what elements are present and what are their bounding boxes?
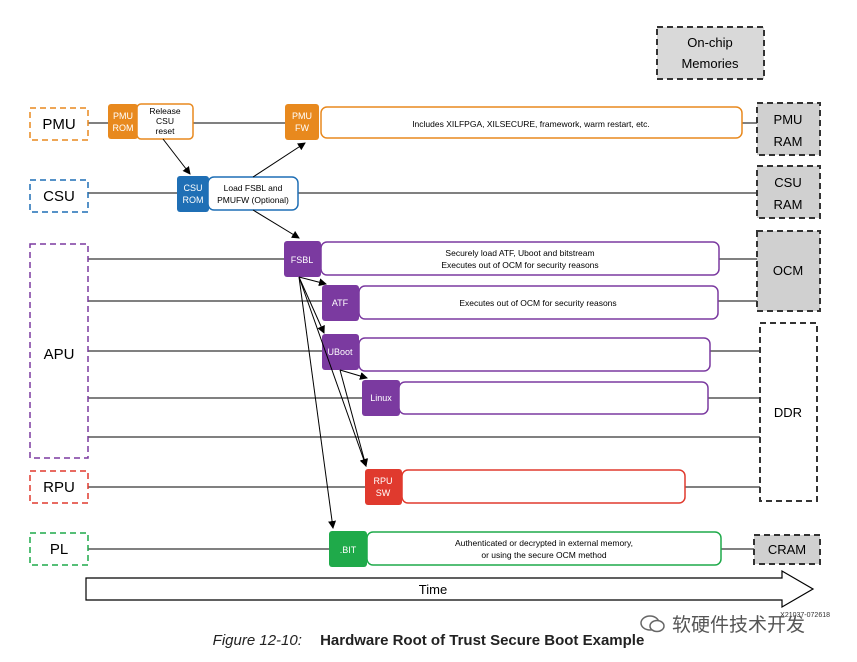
block-pmu-fw-desc: Includes XILFPGA, XILSECURE, framework, … xyxy=(320,106,743,139)
release-line1: Release xyxy=(149,106,180,116)
arrow-fsbl-to-uboot xyxy=(298,276,325,334)
bit-label: .BIT xyxy=(340,545,357,555)
rpu-sw-line1: RPU xyxy=(373,476,392,486)
lane-pl-label: PL xyxy=(50,541,68,558)
lane-rpu-label: RPU xyxy=(43,479,75,496)
block-pmu-fw: PMU FW xyxy=(285,104,319,140)
caption-title: Hardware Root of Trust Secure Boot Examp… xyxy=(320,632,645,649)
pmu-fw-line2: FW xyxy=(295,123,309,133)
block-rpu-sw: RPU SW xyxy=(365,469,402,505)
legend-line2: Memories xyxy=(681,56,739,71)
pmu-ram-line2: RAM xyxy=(774,134,803,149)
block-linux-desc xyxy=(398,381,709,415)
block-uboot-desc xyxy=(358,337,711,372)
block-load-fsbl: Load FSBL and PMUFW (Optional) xyxy=(207,176,299,211)
arrow-fsbl-to-rpu-sw xyxy=(298,276,368,467)
legend-on-chip-memories: On-chip Memories xyxy=(656,26,765,80)
lane-csu: CSU xyxy=(29,179,89,213)
release-line2: CSU xyxy=(156,116,174,126)
pmu-fw-desc-text: Includes XILFPGA, XILSECURE, framework, … xyxy=(412,119,650,129)
lane-pmu-label: PMU xyxy=(42,116,75,133)
watermark: 软硬件技术开发 xyxy=(640,610,805,637)
fsbl-desc-line1: Securely load ATF, Uboot and bitstream xyxy=(445,248,594,258)
pmu-rom-line1: PMU xyxy=(113,111,133,121)
block-linux: Linux xyxy=(362,380,400,416)
linux-label: Linux xyxy=(370,393,392,403)
bit-desc-line2: or using the secure OCM method xyxy=(481,550,606,560)
load-fsbl-line1: Load FSBL and xyxy=(224,183,283,193)
block-pmu-rom: PMU ROM xyxy=(108,104,138,139)
pmu-fw-line1: PMU xyxy=(292,111,312,121)
time-label: Time xyxy=(419,582,447,597)
arrow-load-to-pmu-fw xyxy=(252,142,306,178)
csu-ram-line1: CSU xyxy=(774,175,801,190)
block-fsbl-desc: Securely load ATF, Uboot and bitstream E… xyxy=(320,241,720,276)
memory-ocm: OCM xyxy=(756,230,821,312)
legend-line1: On-chip xyxy=(687,35,733,50)
lane-apu: APU xyxy=(29,243,89,459)
pmu-rom-line2: ROM xyxy=(113,123,134,133)
arrow-release-to-csu-rom xyxy=(162,138,191,175)
cram-label: CRAM xyxy=(768,542,806,557)
figure-caption: Figure 12-10: Hardware Root of Trust Sec… xyxy=(0,632,857,649)
block-bit-desc: Authenticated or decrypted in external m… xyxy=(366,531,722,566)
arrow-fsbl-to-bit xyxy=(298,276,337,529)
caption-figure-number: Figure 12-10: xyxy=(212,632,302,649)
block-atf: ATF xyxy=(322,285,359,321)
lane-pl: PL xyxy=(29,532,89,566)
memory-csu-ram: CSU RAM xyxy=(756,165,821,219)
memory-ddr: DDR xyxy=(759,322,818,502)
fsbl-desc-line2: Executes out of OCM for security reasons xyxy=(441,260,598,270)
lane-pmu: PMU xyxy=(29,107,89,141)
memory-pmu-ram: PMU RAM xyxy=(756,102,821,156)
lane-lines xyxy=(88,122,760,550)
block-uboot: UBoot xyxy=(322,334,359,370)
ocm-label: OCM xyxy=(773,263,803,278)
block-fsbl: FSBL xyxy=(284,241,321,277)
flow-arrows xyxy=(162,138,369,529)
time-arrow: Time xyxy=(85,569,815,609)
arrow-uboot-to-linux xyxy=(339,369,368,380)
lane-rpu: RPU xyxy=(29,470,89,504)
load-fsbl-line2: PMUFW (Optional) xyxy=(217,195,289,205)
ddr-label: DDR xyxy=(774,405,802,420)
atf-desc-text: Executes out of OCM for security reasons xyxy=(459,298,616,308)
lane-apu-label: APU xyxy=(44,346,75,363)
block-rpu-sw-desc xyxy=(401,469,686,504)
arrow-uboot-to-rpu-sw xyxy=(339,369,369,467)
wechat-icon xyxy=(640,615,665,633)
uboot-label: UBoot xyxy=(327,347,353,357)
lane-csu-label: CSU xyxy=(43,188,75,205)
rpu-sw-line2: SW xyxy=(376,488,391,498)
bit-desc-line1: Authenticated or decrypted in external m… xyxy=(455,538,633,548)
csu-rom-line2: ROM xyxy=(183,195,204,205)
arrow-fsbl-to-atf xyxy=(298,276,327,287)
csu-rom-line1: CSU xyxy=(183,183,202,193)
watermark-text: 软硬件技术开发 xyxy=(672,614,806,636)
block-bit: .BIT xyxy=(329,531,367,567)
csu-ram-line2: RAM xyxy=(774,197,803,212)
atf-label: ATF xyxy=(332,298,349,308)
figure-id: X21037-072618 xyxy=(780,612,830,619)
block-release-csu-reset: Release CSU reset xyxy=(136,103,194,140)
block-csu-rom: CSU ROM xyxy=(177,176,209,212)
release-line3: reset xyxy=(156,126,176,136)
pmu-ram-line1: PMU xyxy=(774,112,803,127)
arrow-load-to-fsbl xyxy=(252,209,300,239)
block-atf-desc: Executes out of OCM for security reasons xyxy=(358,285,719,320)
memory-cram: CRAM xyxy=(753,534,821,565)
fsbl-label: FSBL xyxy=(291,255,314,265)
